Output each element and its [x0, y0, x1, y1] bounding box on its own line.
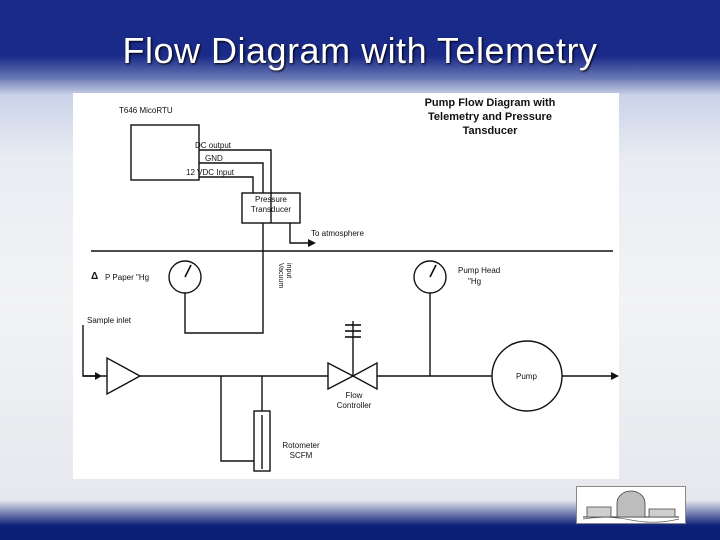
- outlet-arrow-icon: [611, 372, 619, 380]
- slide-footer-bar: [0, 526, 720, 540]
- delta-label: Δ: [91, 271, 98, 282]
- flow-controller-valve-right: [351, 361, 378, 391]
- pump-flow-diagram: T646 MicoRTU Pump Flow Diagram with Tele…: [82, 97, 619, 472]
- inlet-arrow-icon: [95, 372, 102, 380]
- pump-label: Pump: [516, 372, 537, 381]
- p-paper-label: P Paper "Hg: [105, 273, 149, 282]
- pressure-transducer-label-2: Transducer: [251, 205, 292, 214]
- vdc-input-label: 12 VDC Input: [186, 168, 235, 177]
- diagram-panel: T646 MicoRTU Pump Flow Diagram with Tele…: [73, 93, 619, 479]
- rotameter-branch: [220, 376, 254, 462]
- rotameter-label-1: Rotometer: [282, 441, 320, 450]
- gnd-label: GND: [205, 154, 223, 163]
- paper-gauge-needle: [184, 264, 192, 278]
- rotameter-label-2: SCFM: [290, 451, 313, 460]
- dc-output-wire: [199, 149, 272, 223]
- vacuum-input-label-1: Vacuum: [277, 263, 284, 288]
- atmosphere-line: [289, 223, 308, 244]
- pressure-transducer-box: [241, 192, 301, 224]
- heading-line-1: Pump Flow Diagram with: [425, 97, 556, 109]
- gnd-wire: [199, 162, 264, 193]
- flow-controller-label-1: Flow: [346, 391, 363, 400]
- vdc-wire: [199, 176, 254, 193]
- heading-line-2: Telemetry and Pressure: [428, 111, 552, 123]
- pump-head-gauge-needle: [429, 264, 437, 278]
- vacuum-line: [184, 223, 264, 334]
- pump-circle: [491, 340, 563, 412]
- pump-head-label-2: "Hg: [468, 277, 481, 286]
- pressure-transducer-label-1: Pressure: [255, 195, 288, 204]
- dc-output-label: DC output: [195, 141, 232, 150]
- flow-controller-valve-left: [327, 361, 355, 391]
- slide-title: Flow Diagram with Telemetry: [122, 30, 598, 71]
- vacuum-input-label-2: input: [285, 263, 292, 278]
- rtu-label: T646 MicoRTU: [119, 106, 173, 115]
- rotameter-body: [253, 410, 271, 472]
- rtu-box: [130, 124, 200, 181]
- paper-gauge: [168, 260, 202, 294]
- flow-controller-label-2: Controller: [337, 401, 372, 410]
- atmosphere-arrow-icon: [308, 239, 316, 247]
- to-atmosphere-label: To atmosphere: [311, 229, 364, 238]
- heading-line-3: Tansducer: [463, 125, 519, 137]
- observatory-dome-logo-icon: [576, 486, 686, 524]
- sample-inlet-line: [82, 325, 95, 377]
- pump-head-label-1: Pump Head: [458, 266, 500, 275]
- filter-triangle: [106, 356, 142, 396]
- sample-inlet-label: Sample inlet: [87, 316, 132, 325]
- slide-header: [0, 0, 720, 80]
